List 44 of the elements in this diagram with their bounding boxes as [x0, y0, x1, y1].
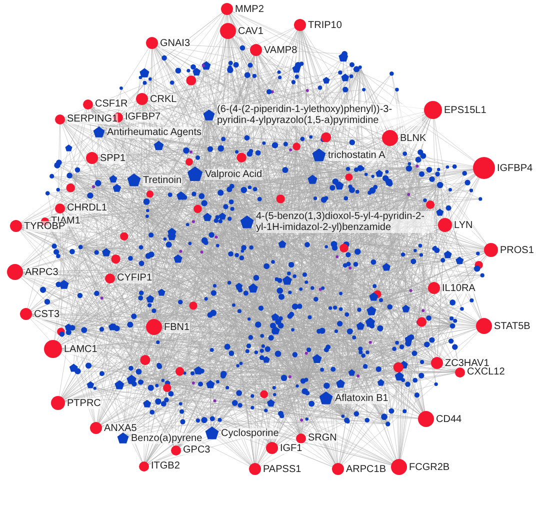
- gene-label: FBN1: [164, 322, 190, 332]
- drug-label: (6-(4-(2-piperidin-1-ylethoxy)phenyl))-3-pyridin-4-ylpyrazolo(1,5-a)pyrimidine: [217, 104, 422, 126]
- gene-label: CRKL: [150, 94, 177, 104]
- gene-label: FCGR2B: [409, 462, 450, 472]
- gene-label: CD44: [436, 414, 462, 424]
- gene-label: GPC3: [183, 444, 210, 456]
- gene-label: EPS15L1: [444, 104, 486, 116]
- gene-label: PROS1: [500, 244, 534, 256]
- gene-label: ITGB2: [151, 460, 180, 472]
- gene-label: IGF1: [280, 442, 302, 454]
- gene-label: PAPSS1: [263, 464, 302, 474]
- gene-label: SPP1: [100, 152, 126, 164]
- gene-label: SERPING1: [67, 114, 118, 124]
- gene-label: GNAI3: [160, 38, 190, 48]
- drug-label: trichostatin A: [328, 150, 386, 160]
- gene-label: ARPC3: [25, 266, 58, 278]
- gene-label: SRGN: [308, 432, 337, 444]
- gene-label: IL10RA: [442, 282, 476, 294]
- gene-label: PTPRC: [67, 398, 101, 408]
- gene-label: ANXA5: [104, 422, 137, 434]
- gene-label: VAMP8: [264, 44, 298, 56]
- drug-label: Benzo(a)pyrene: [131, 432, 202, 444]
- gene-label: CSF1R: [95, 98, 128, 110]
- gene-label: CAV1: [238, 26, 264, 36]
- gene-label: IGFBP4: [497, 162, 533, 174]
- gene-label: CST3: [34, 308, 60, 320]
- gene-label: LYN: [454, 220, 473, 230]
- gene-label: TRIP10: [308, 20, 342, 30]
- gene-label: CXCL12: [467, 366, 505, 378]
- gene-label: ZC3HAV1: [445, 358, 490, 368]
- drug-label: Antirheumatic Agents: [107, 126, 202, 138]
- gene-label: IGFBP7: [125, 112, 161, 122]
- gene-label: ARPC1B: [346, 464, 386, 474]
- drug-label: Cyclosporine: [221, 428, 279, 438]
- gene-label: BLNK: [400, 132, 426, 144]
- drug-label: Valproic Acid: [205, 168, 262, 180]
- gene-label: CYFIP1: [117, 272, 152, 284]
- drug-label: 4-(5-benzo(1,3)dioxol-5-yl-4-pyridin-2-yl-1H-imidazol-2-yl)benzamide: [256, 211, 434, 233]
- gene-label: LAMC1: [64, 344, 98, 354]
- drug-label: Aflatoxin B1: [335, 392, 388, 404]
- gene-label: MMP2: [235, 4, 264, 14]
- gene-label: CHRDL1: [67, 202, 108, 214]
- drug-label: Tretinoin: [143, 174, 182, 186]
- gene-label: STAT5B: [494, 320, 530, 332]
